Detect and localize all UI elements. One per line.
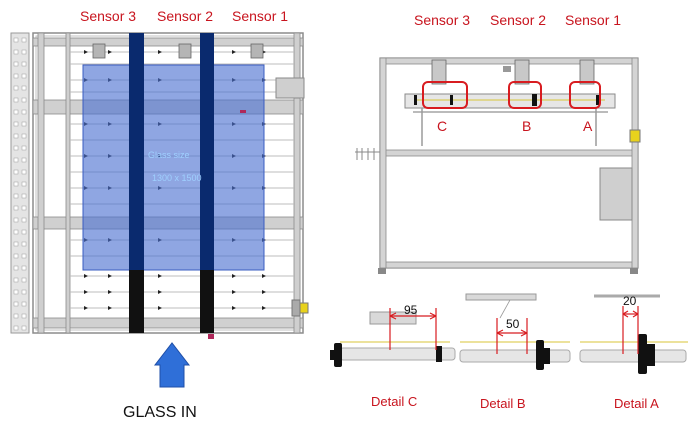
detail-b [459,293,571,370]
glass-size-value: 1300 x 1500 [152,173,202,183]
point-c-label: C [437,118,448,134]
side-sensors [431,59,595,85]
dimension-a-value: 20 [623,294,637,308]
side-sensor-2-label: Sensor 2 [490,12,547,28]
side-sensor-1-label: Sensor 1 [565,12,622,28]
sensor-mounts [92,43,264,59]
frame-posts [37,32,301,334]
detail-c-label: Detail C [371,394,418,409]
dim-20 [622,306,639,354]
top-sensor-2-label: Sensor 2 [157,8,214,24]
side-sensor-3-label: Sensor 3 [414,12,471,28]
glass-size-label: Glass size [148,150,190,160]
sensor-2-band [200,33,214,333]
top-sensor-3-label: Sensor 3 [80,8,137,24]
point-b-label: B [522,118,532,134]
electrical-box [599,167,633,221]
glass-in-label: GLASS IN [123,404,197,421]
point-a-label: A [583,118,593,134]
rail-holes [13,37,27,331]
dimension-c-value: 95 [404,303,418,317]
glass-overlay [82,64,265,271]
detail-c [330,308,456,367]
top-view [10,32,309,388]
dim-50 [496,318,528,354]
glass-in-arrow [153,342,191,388]
side-box [275,77,305,99]
sensor-highlights [422,81,601,109]
sensor-3-band [129,33,144,333]
detail-b-label: Detail B [480,396,526,411]
detail-a [579,294,688,374]
top-sensor-1-label: Sensor 1 [232,8,289,24]
dim-95 [389,308,437,350]
dimension-b-value: 50 [506,317,520,331]
side-view [355,57,641,274]
detail-a-label: Detail A [614,396,659,411]
